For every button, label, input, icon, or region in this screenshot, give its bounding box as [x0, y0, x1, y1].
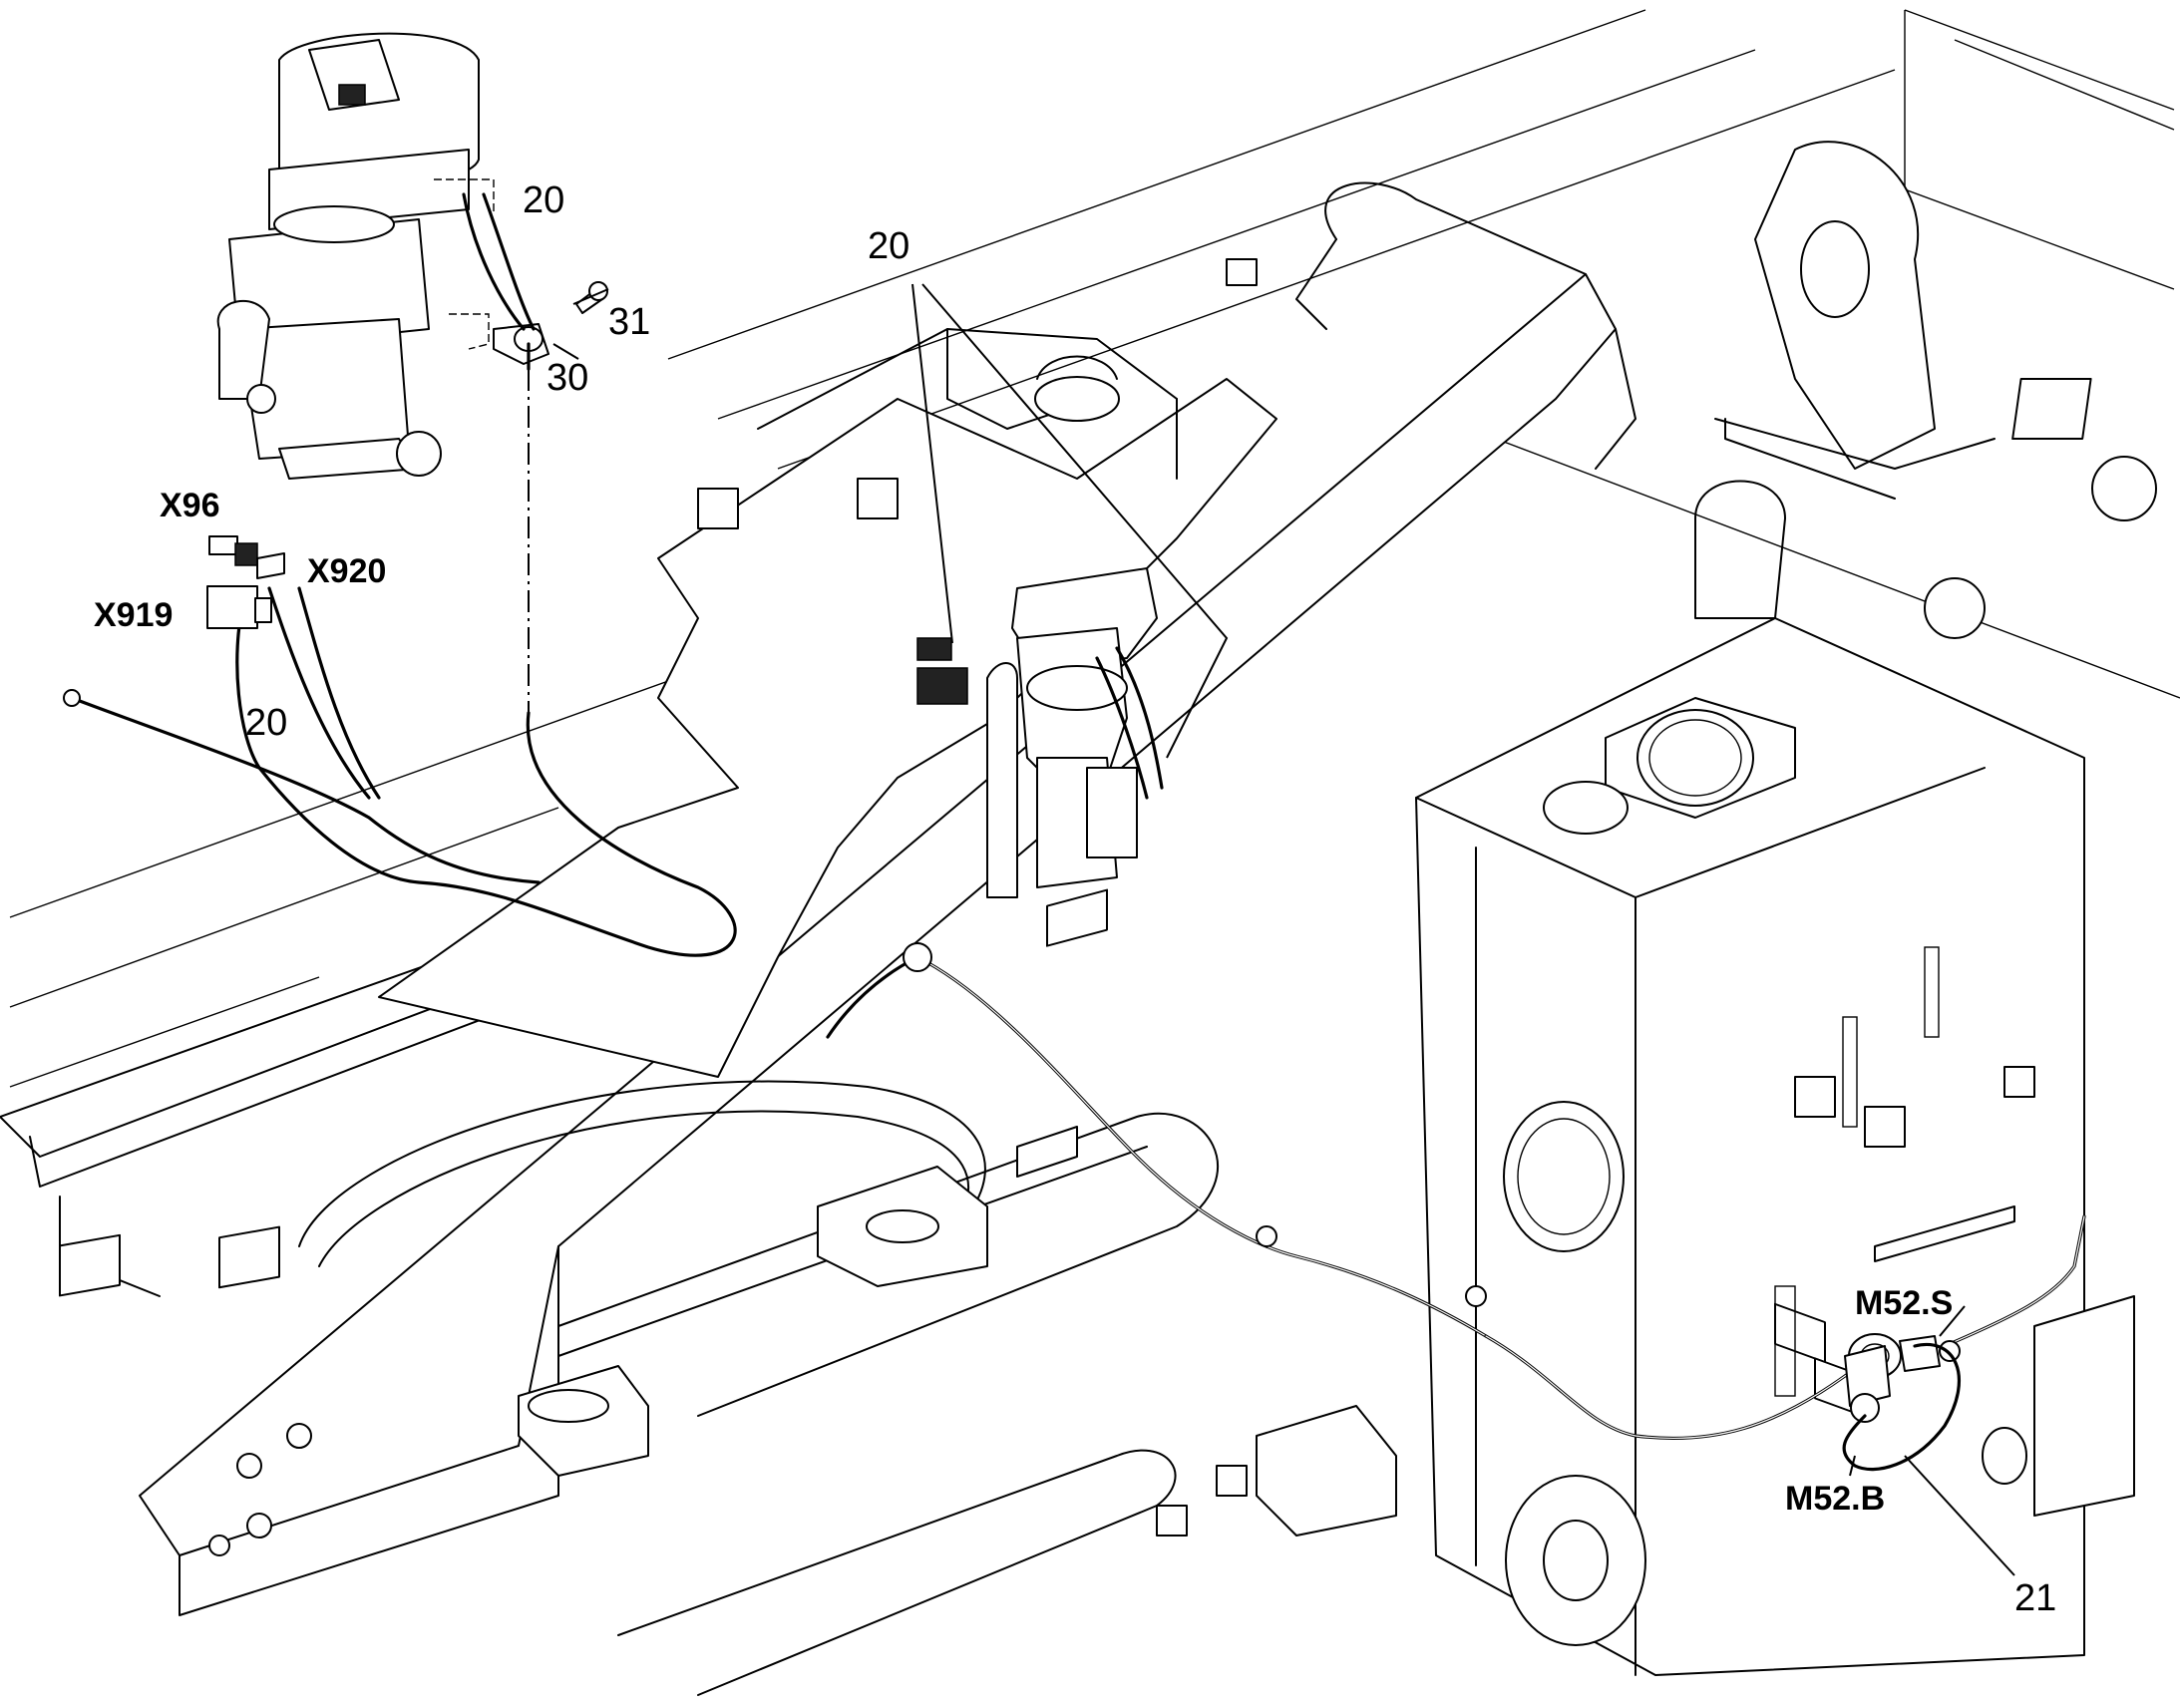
connector-x919	[206, 585, 272, 629]
background-rails	[9, 9, 2180, 1088]
callout-20-mid: 20	[868, 225, 910, 267]
connector-x920	[256, 552, 285, 579]
callout-31: 31	[608, 301, 651, 343]
transmission-housing	[1415, 617, 2135, 1676]
callout-30: 30	[546, 357, 589, 399]
leader-lines	[552, 283, 2015, 1576]
harness-20	[63, 192, 737, 957]
heater-exploded	[216, 32, 495, 480]
heater-installed	[916, 567, 1158, 898]
label-x96: X96	[160, 487, 220, 524]
label-x920: X920	[307, 552, 387, 590]
left-cross-member	[378, 328, 1277, 1078]
callout-20-top: 20	[523, 179, 565, 221]
label-x919: X919	[94, 596, 174, 634]
inner-frame-loop	[298, 1080, 1219, 1696]
callout-20-left: 20	[245, 702, 288, 744]
lower-cross-members	[518, 258, 1397, 1537]
label-m52s: M52.S	[1855, 1284, 1954, 1322]
connector-x96	[208, 535, 258, 566]
clamp-30	[493, 323, 549, 365]
upper-bracket-arm	[1694, 141, 2157, 639]
screw-31	[575, 281, 608, 314]
callout-21: 21	[2014, 1577, 2057, 1619]
cable-21	[1842, 1342, 1961, 1472]
label-m52b: M52.B	[1785, 1480, 1886, 1518]
